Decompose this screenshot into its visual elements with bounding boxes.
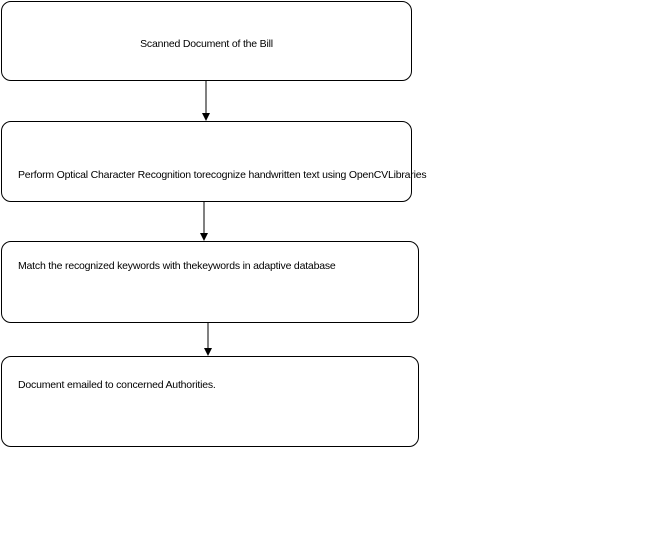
step-email-label: Document emailed to concerned Authoritie…: [18, 379, 216, 391]
step-scanned-document-label: Scanned Document of the Bill: [140, 38, 273, 50]
step-ocr-box: Perform Optical Character Recognition to…: [1, 121, 427, 202]
step-keyword-match-label: Match the recognized keywords with theke…: [18, 260, 336, 272]
step-ocr-label: Perform Optical Character Recognition to…: [18, 169, 427, 181]
step-keyword-match-box: Match the recognized keywords with theke…: [1, 241, 419, 323]
step-scanned-document-box: Scanned Document of the Bill: [1, 1, 412, 81]
step-email-box: Document emailed to concerned Authoritie…: [1, 356, 419, 447]
